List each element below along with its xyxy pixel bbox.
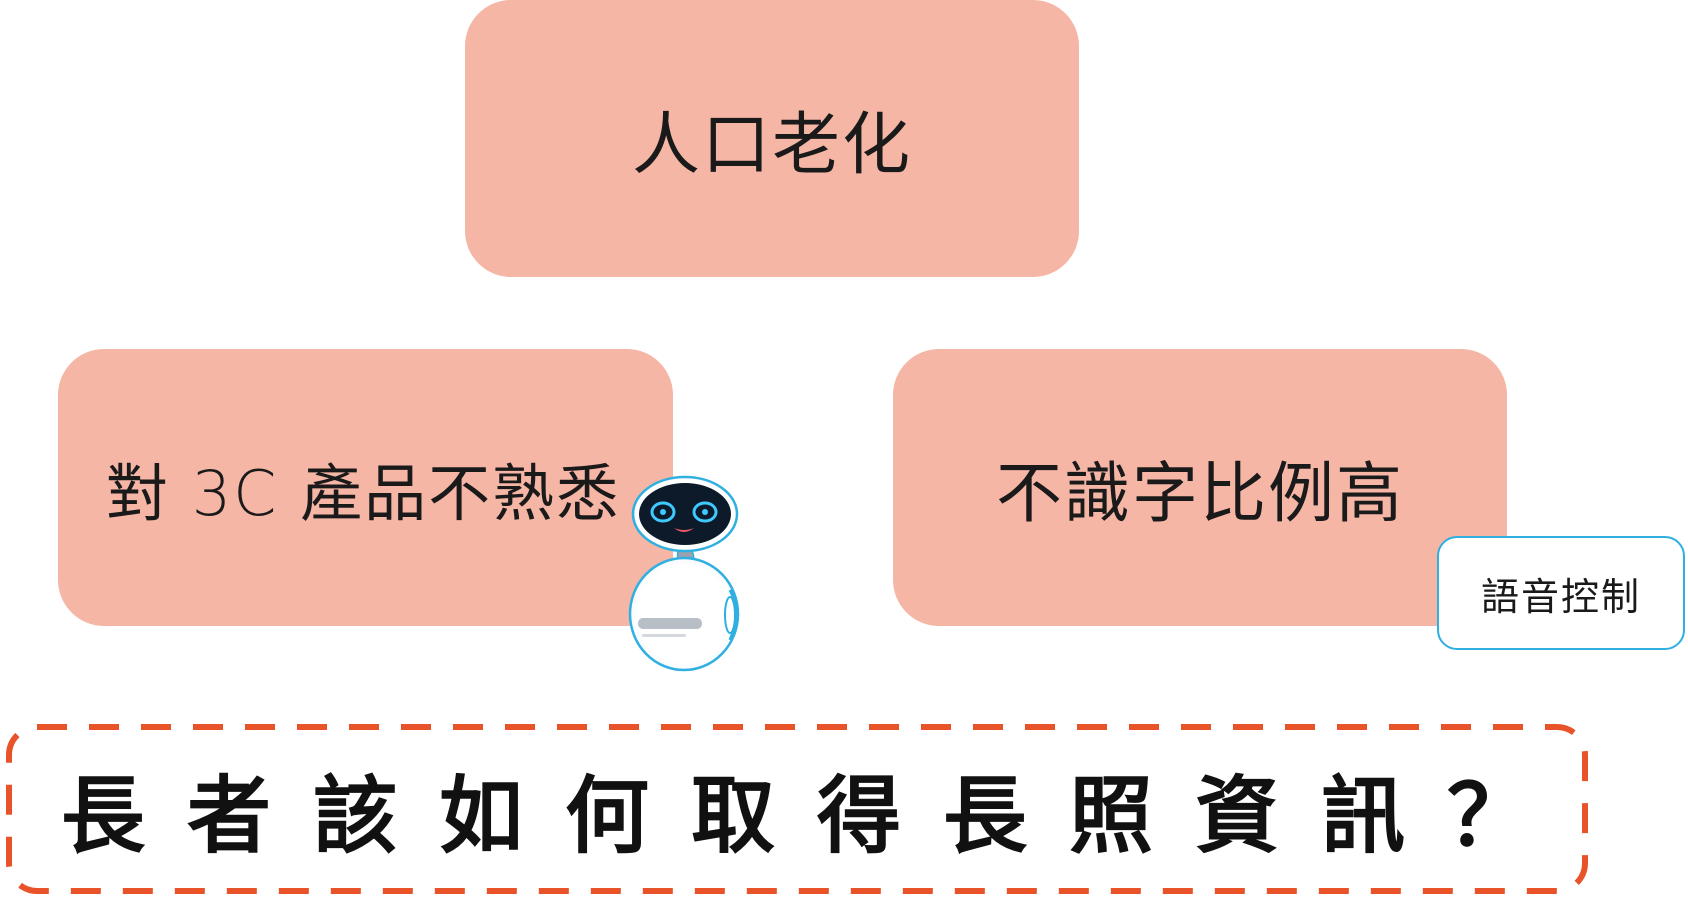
key-question: 長者該如何取得長照資訊？ <box>60 766 1573 865</box>
voice-control-label: 語音控制 <box>1480 574 1641 619</box>
illiteracy-label: 不識字比例高 <box>996 454 1404 532</box>
unfamiliar-3c-label: 對 3C 產品不熟悉 <box>106 456 621 530</box>
companion-robot-icon <box>628 475 740 672</box>
illiteracy-box: 不識字比例高 <box>893 349 1507 626</box>
voice-control-box: 語音控制 <box>1437 536 1685 650</box>
aging-population-label: 人口老化 <box>631 106 912 185</box>
aging-population-box: 人口老化 <box>465 0 1079 277</box>
question-frame <box>6 724 1588 894</box>
unfamiliar-3c-box: 對 3C 產品不熟悉 <box>58 349 673 626</box>
